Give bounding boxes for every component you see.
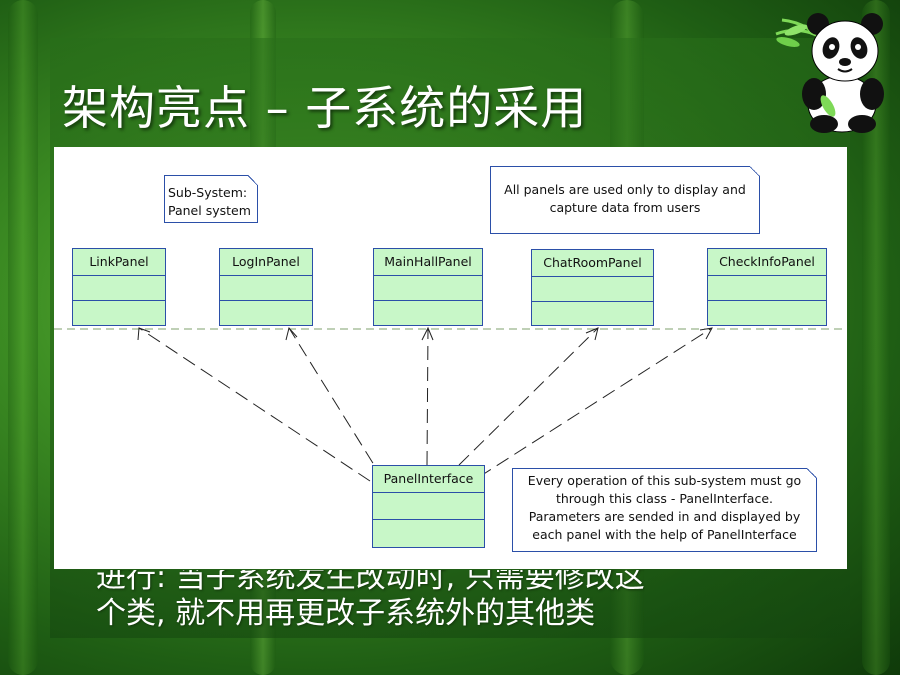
class-operations <box>708 301 826 326</box>
note-panels: All panels are used only to display and … <box>490 166 760 234</box>
class-operations <box>373 520 484 545</box>
class-name: CheckInfoPanel <box>708 249 826 276</box>
note-text: through this class - PanelInterface. <box>555 491 774 506</box>
note-subsystem: Sub-System: Panel system <box>164 175 258 223</box>
note-text: capture data from users <box>549 200 701 215</box>
note-text: Parameters are sended in and displayed b… <box>528 509 801 524</box>
bamboo-stalk <box>8 0 38 675</box>
class-attributes <box>708 276 826 301</box>
note-text: All panels are used only to display and <box>504 182 746 197</box>
arrow-head <box>137 327 151 341</box>
class-name: ChatRoomPanel <box>532 250 653 277</box>
dependency-arrow <box>458 327 599 466</box>
class-name: PanelInterface <box>373 466 484 493</box>
dependency-arrow <box>138 327 371 482</box>
class-attributes <box>73 276 165 301</box>
dependency-arrow <box>478 327 713 478</box>
class-attributes <box>220 276 312 301</box>
dependency-arrow <box>288 327 385 482</box>
diagram-connectors <box>54 326 847 482</box>
panda-icon <box>775 13 884 133</box>
note-interface: Every operation of this sub-system must … <box>512 468 817 552</box>
class-panel-interface: PanelInterface <box>372 465 485 548</box>
class-name: LinkPanel <box>73 249 165 276</box>
slide-title: 架构亮点 – 子系统的采用 <box>62 81 588 135</box>
arrow-head <box>285 326 298 341</box>
class-mainhall-panel: MainHallPanel <box>373 248 483 326</box>
class-checkinfo-panel: CheckInfoPanel <box>707 248 827 326</box>
class-attributes <box>373 493 484 520</box>
class-link-panel: LinkPanel <box>72 248 166 326</box>
note-text: Panel system <box>168 203 251 218</box>
note-text: each panel with the help of PanelInterfa… <box>532 527 797 542</box>
dependency-arrow <box>426 327 429 466</box>
body-text-line-2: 个类, 就不用再更改子系统外的其他类 <box>96 596 596 631</box>
class-operations <box>73 301 165 326</box>
note-text: Sub-System: <box>168 185 248 200</box>
arrow-head <box>585 327 599 341</box>
class-name: LogInPanel <box>220 249 312 276</box>
class-operations <box>220 301 312 326</box>
class-chatroom-panel: ChatRoomPanel <box>531 249 654 326</box>
body-text-line-1: 进行: 当子系统发生改动时, 只需要修改这 <box>96 560 645 595</box>
class-attributes <box>374 276 482 301</box>
uml-diagram: Sub-System: Panel system All panels are … <box>54 147 847 569</box>
class-name: MainHallPanel <box>374 249 482 276</box>
class-login-panel: LogInPanel <box>219 248 313 326</box>
class-attributes <box>532 277 653 302</box>
arrow-head <box>699 327 713 340</box>
note-text: Every operation of this sub-system must … <box>527 473 802 488</box>
class-operations <box>532 302 653 327</box>
arrow-head <box>421 326 434 341</box>
class-operations <box>374 301 482 326</box>
